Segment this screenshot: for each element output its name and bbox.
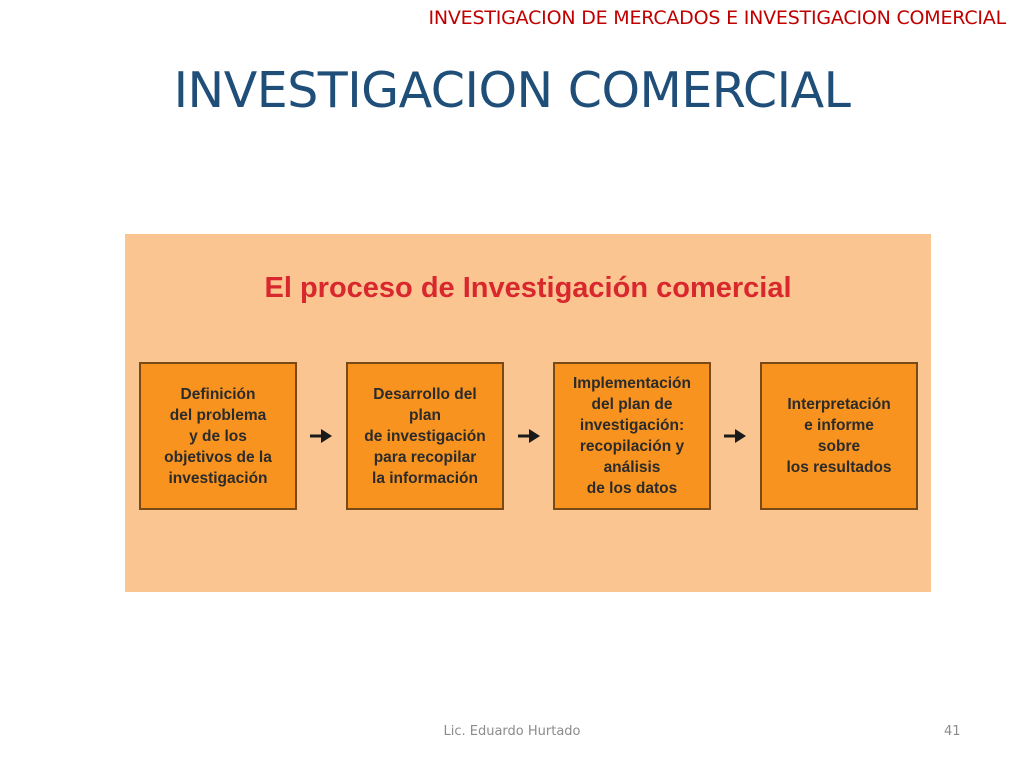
right-arrow-icon [724, 429, 746, 443]
process-step-4-label: Interpretación e informe sobre los resul… [786, 396, 892, 476]
right-arrow-icon [518, 429, 540, 443]
process-step-3-label: Implementación del plan de investigación… [573, 375, 691, 497]
slide-header: INVESTIGACION DE MERCADOS E INVESTIGACIO… [428, 7, 1006, 29]
process-step-2-label: Desarrollo del plan de investigación par… [364, 385, 486, 487]
page-number: 41 [944, 724, 961, 739]
diagram-title: El proceso de Investigación comercial [264, 272, 792, 304]
process-step-1-label: Definición del problema y de los objetiv… [164, 385, 272, 487]
process-diagram-panel: El proceso de Investigación comercial De… [125, 234, 931, 592]
process-step-1: Definición del problema y de los objetiv… [139, 362, 297, 510]
process-step-3: Implementación del plan de investigación… [553, 362, 711, 510]
process-step-4: Interpretación e informe sobre los resul… [760, 362, 918, 510]
right-arrow-icon [310, 429, 332, 443]
slide-title: INVESTIGACION COMERCIAL [173, 62, 851, 119]
footer-author: Lic. Eduardo Hurtado [443, 724, 581, 739]
process-step-2: Desarrollo del plan de investigación par… [346, 362, 504, 510]
